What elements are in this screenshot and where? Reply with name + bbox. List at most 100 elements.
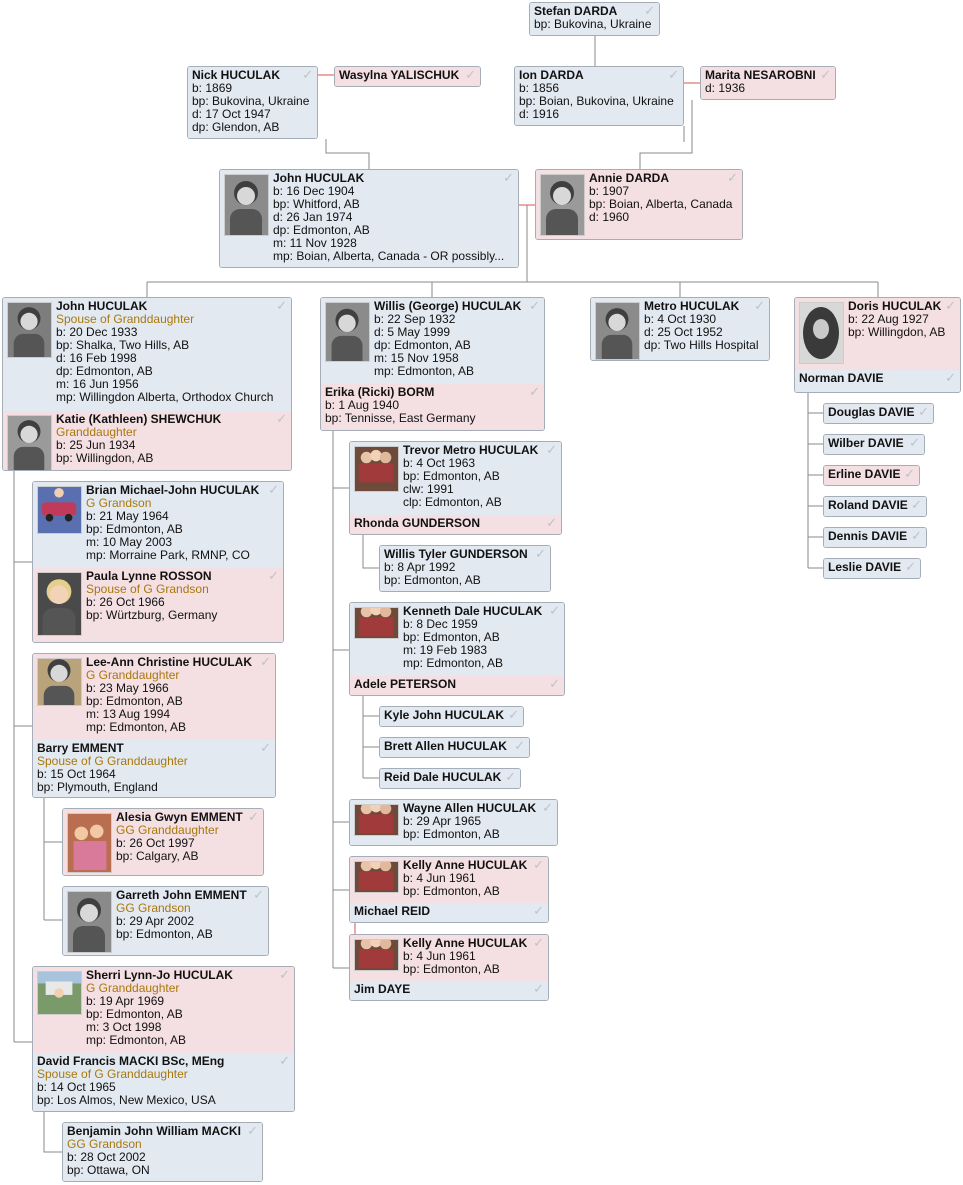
checkmark-icon[interactable]: ✓ [546, 442, 557, 457]
checkmark-icon[interactable]: ✓ [535, 546, 546, 561]
person-name[interactable]: Erline DAVIE [828, 467, 901, 481]
person-name[interactable]: Norman DAVIE [799, 371, 884, 385]
person-name[interactable]: Rhonda GUNDERSON [354, 516, 480, 530]
person-name[interactable]: Paula Lynne ROSSON [86, 569, 212, 583]
checkmark-icon[interactable]: ✓ [644, 3, 655, 18]
person-douglas[interactable]: Douglas DAVIE✓ [824, 404, 933, 423]
checkmark-icon[interactable]: ✓ [505, 769, 516, 784]
person-name[interactable]: Sherri Lynn-Jo HUCULAK [86, 968, 233, 982]
checkmark-icon[interactable]: ✓ [253, 887, 264, 902]
person-name[interactable]: Barry EMMENT [37, 741, 124, 755]
person-name[interactable]: Erika (Ricki) BORM [325, 385, 435, 399]
person-name[interactable]: Alesia Gwyn EMMENT [116, 810, 243, 824]
checkmark-icon[interactable]: ✓ [533, 903, 544, 918]
person-name[interactable]: Garreth John EMMENT [116, 888, 247, 902]
checkmark-icon[interactable]: ✓ [533, 935, 544, 950]
checkmark-icon[interactable]: ✓ [542, 800, 553, 815]
person-name[interactable]: Annie DARDA [589, 171, 669, 185]
checkmark-icon[interactable]: ✓ [276, 298, 287, 313]
checkmark-icon[interactable]: ✓ [529, 384, 540, 399]
person-photo[interactable] [354, 939, 399, 971]
person-name[interactable]: Katie (Kathleen) SHEWCHUK [56, 412, 222, 426]
box-leslie-davie[interactable]: Leslie DAVIE✓ [823, 558, 921, 579]
checkmark-icon[interactable]: ✓ [820, 67, 831, 82]
person-name[interactable]: Marita NESAROBNI [705, 68, 816, 82]
person-name[interactable]: Willis (George) HUCULAK [374, 299, 522, 313]
checkmark-icon[interactable]: ✓ [905, 559, 916, 574]
checkmark-icon[interactable]: ✓ [465, 67, 476, 82]
checkmark-icon[interactable]: ✓ [549, 603, 560, 618]
person-name[interactable]: Trevor Metro HUCULAK [403, 443, 539, 457]
person-erline[interactable]: Erline DAVIE✓ [824, 466, 919, 485]
person-photo[interactable] [37, 971, 82, 1015]
box-dennis-davie[interactable]: Dennis DAVIE✓ [823, 527, 927, 548]
person-name[interactable]: Reid Dale HUCULAK [384, 770, 502, 784]
person-photo[interactable] [540, 174, 585, 236]
checkmark-icon[interactable]: ✓ [911, 497, 922, 512]
person-name[interactable]: Kelly Anne HUCULAK [403, 858, 528, 872]
person-photo[interactable] [7, 302, 52, 358]
person-photo[interactable] [37, 572, 82, 636]
checkmark-icon[interactable]: ✓ [945, 370, 956, 385]
person-name[interactable]: Benjamin John William MACKI [67, 1124, 241, 1138]
checkmark-icon[interactable]: ✓ [514, 738, 525, 753]
person-leslie[interactable]: Leslie DAVIE✓ [824, 559, 920, 578]
checkmark-icon[interactable]: ✓ [533, 857, 544, 872]
checkmark-icon[interactable]: ✓ [247, 1123, 258, 1138]
person-michael[interactable]: Michael REID✓ [350, 903, 548, 922]
person-photo[interactable] [67, 891, 112, 953]
checkmark-icon[interactable]: ✓ [918, 404, 929, 419]
person-name[interactable]: John HUCULAK [273, 171, 365, 185]
checkmark-icon[interactable]: ✓ [268, 482, 279, 497]
person-roland[interactable]: Roland DAVIE✓ [824, 497, 926, 516]
checkmark-icon[interactable]: ✓ [248, 809, 259, 824]
person-name[interactable]: Wayne Allen HUCULAK [403, 801, 537, 815]
person-photo[interactable] [354, 446, 399, 492]
person-name[interactable]: Dennis DAVIE [828, 529, 908, 543]
person-name[interactable]: David Francis MACKI BSc, MEng [37, 1054, 225, 1068]
person-photo[interactable] [7, 415, 52, 470]
person-norman[interactable]: Norman DAVIE ✓ [795, 370, 960, 392]
person-name[interactable]: Doris HUCULAK [848, 299, 942, 313]
person-jim[interactable]: Jim DAYE✓ [350, 981, 548, 1000]
person-name[interactable]: Wilber DAVIE [828, 436, 904, 450]
box-wilber-davie[interactable]: Wilber DAVIE✓ [823, 434, 925, 455]
checkmark-icon[interactable]: ✓ [276, 411, 287, 426]
checkmark-icon[interactable]: ✓ [727, 170, 738, 185]
checkmark-icon[interactable]: ✓ [279, 1053, 290, 1068]
